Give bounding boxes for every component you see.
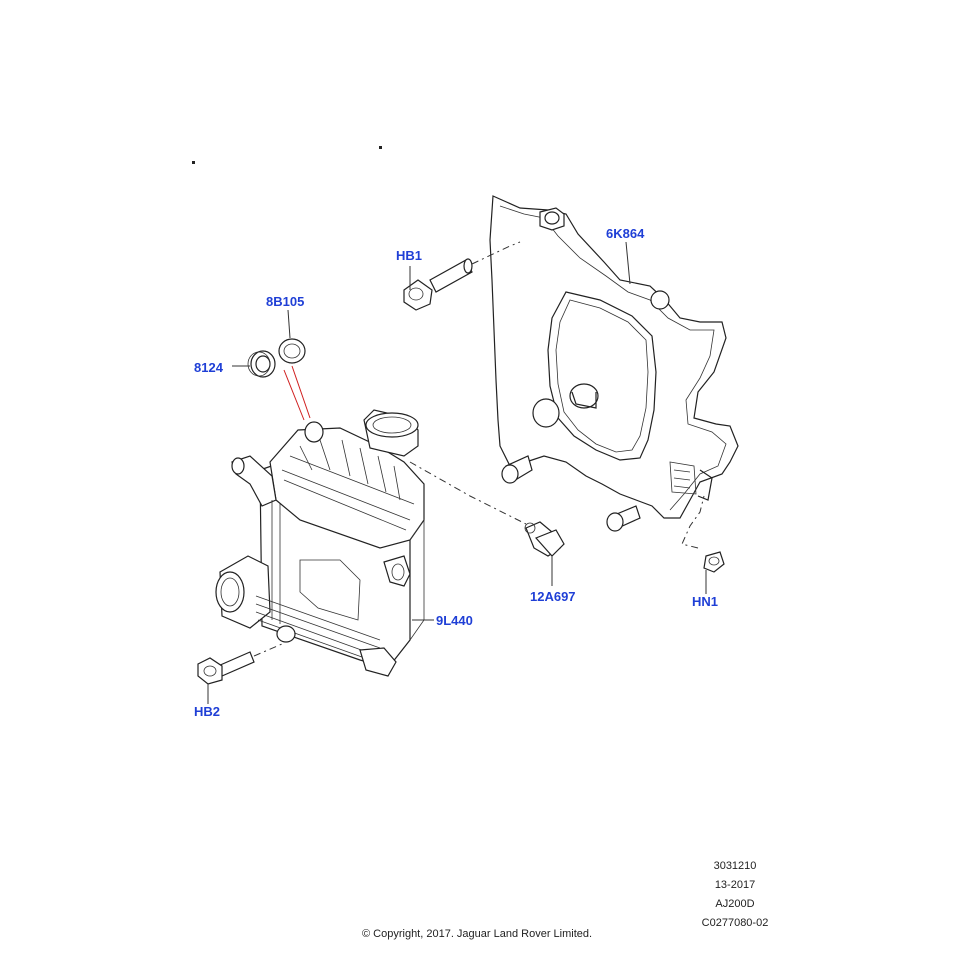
intercooler-9l440 [215,409,425,677]
stray-mark [192,161,195,164]
mounting-bracket-6k864 [489,195,739,532]
callout-8b105: 8B105 [266,294,305,309]
callout-8124: 8124 [194,360,223,375]
bolt-hb1 [403,258,473,311]
callout-6k864: 6K864 [606,226,645,241]
grommet-8b105 [278,338,306,364]
callout-hn1: HN1 [692,594,719,609]
reference-code: 3031210 [713,860,757,872]
reference-date: 13-2017 [714,879,756,891]
bolt-hb2 [197,651,255,685]
stray-mark [379,146,382,149]
callout-hb2: HB2 [194,704,221,719]
drawing-reference-codes: 3031210 13-2017 AJ200D C0277080-02 [690,857,780,933]
assembly-line [253,643,283,657]
assembly-line [681,495,705,549]
sensor-12a697 [524,521,565,557]
callout-9l440: 9L440 [436,613,473,628]
red-assembly-lines [283,365,311,421]
grommet-8124 [247,350,276,378]
copyright-notice: © Copyright, 2017. Jaguar Land Rover Lim… [362,928,593,940]
callout-12a697: 12A697 [530,589,576,604]
assembly-line [409,461,527,525]
leader-lines [207,241,707,704]
reference-illustration: C0277080-02 [701,917,769,929]
nut-hn1 [703,551,725,573]
callout-hb1: HB1 [396,248,423,263]
reference-engine: AJ200D [715,898,755,910]
